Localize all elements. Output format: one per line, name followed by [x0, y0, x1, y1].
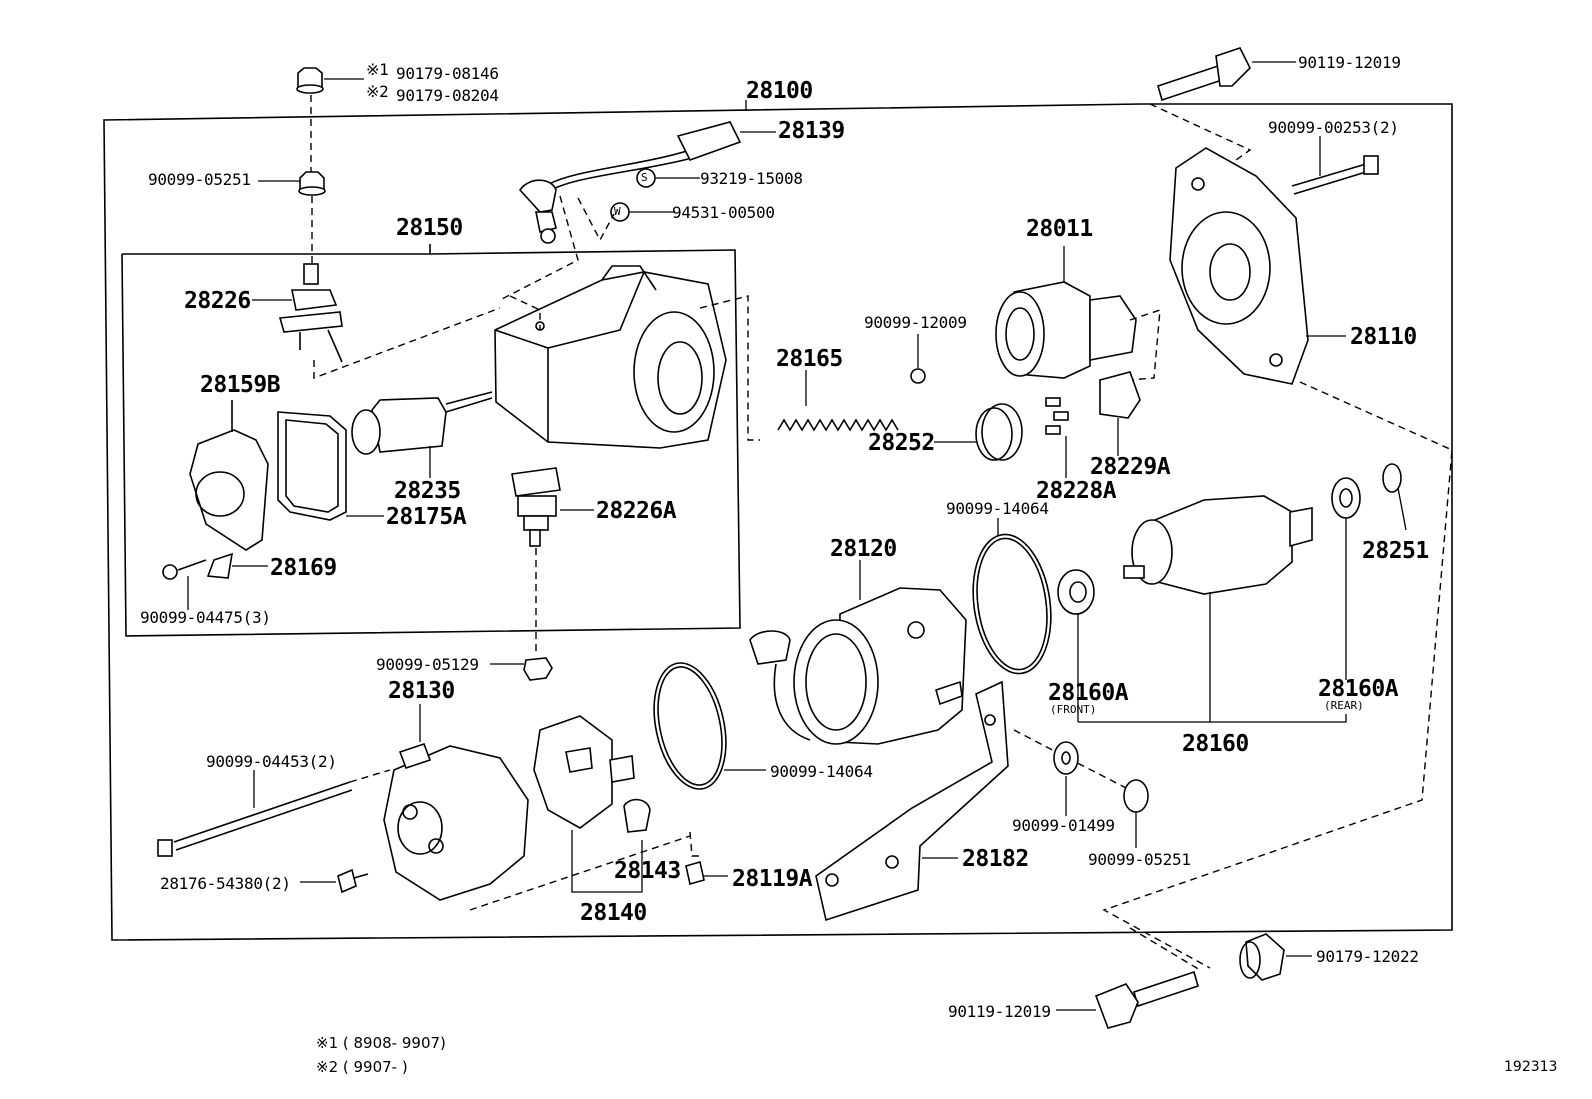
- label-28119A: 28119A: [732, 866, 813, 892]
- oring-14064-top-part: [972, 533, 1052, 675]
- frame-28150: [121, 244, 741, 637]
- label-28160A-front: 28160A: [1048, 680, 1129, 706]
- bolt-90119-bot-part: [1056, 970, 1199, 1029]
- label-90099-05251-top: 90099-05251: [148, 170, 251, 189]
- clip-28169-part: [206, 552, 234, 579]
- retainer-28229A-part: [1099, 371, 1141, 456]
- bearing-front-part: [1057, 569, 1095, 722]
- label-28139: 28139: [778, 118, 845, 144]
- nut-05251-part: [258, 171, 326, 196]
- housing-28110-part: [1169, 147, 1346, 385]
- brushplate-28140-part: [533, 715, 651, 893]
- label-90119-12019-top: 90119-12019: [1298, 53, 1401, 72]
- s-marker-icon: S: [641, 171, 648, 184]
- bearing-rear-part: [1331, 477, 1361, 680]
- armature-28160-part: [1123, 495, 1313, 722]
- label-28120: 28120: [830, 536, 897, 562]
- lead-wire-28139-part: [518, 121, 776, 244]
- washer-01499-part: [1053, 741, 1079, 816]
- label-90099-12009: 90099-12009: [864, 313, 967, 332]
- note-1: ※1 ( 8908- 9907): [316, 1034, 446, 1052]
- terminal-28226A-part: [511, 467, 594, 547]
- washer-28251-part: [1382, 463, 1407, 531]
- label-90099-00253: 90099-00253(2): [1268, 118, 1399, 137]
- label-28140: 28140: [580, 900, 647, 926]
- diagram-id: 192313: [1504, 1059, 1558, 1075]
- label-90099-01499: 90099-01499: [1012, 816, 1115, 835]
- label-28251: 28251: [1362, 538, 1429, 564]
- nut-05251-bot-part: [1123, 779, 1149, 848]
- nut-90179-part: [296, 67, 364, 94]
- nut-90179-12022-part: [1239, 933, 1312, 981]
- label-28159B: 28159B: [200, 372, 281, 398]
- terminal-28226-part: [252, 263, 343, 363]
- gasket-28175A-part: [277, 411, 384, 521]
- bracket-28182-part: [815, 680, 1009, 922]
- label-90119-12019-bot: 90119-12019: [948, 1002, 1051, 1021]
- label-90179-08146: 90179-08146: [396, 64, 499, 83]
- bolt-04475-part: [162, 559, 207, 610]
- label-28252: 28252: [868, 430, 935, 456]
- gear-28252-part: [934, 403, 1023, 461]
- label-28229A: 28229A: [1090, 454, 1171, 480]
- w-marker-icon: W: [614, 205, 621, 218]
- label-28110: 28110: [1350, 324, 1417, 350]
- frame-28100: [103, 103, 1453, 941]
- bolt-00253-part: [1291, 136, 1379, 195]
- yoke-28120-part: [749, 560, 967, 745]
- label-28160: 28160: [1182, 731, 1249, 757]
- throughbolt-04453-part: [157, 770, 353, 857]
- screw-28176-part: [300, 868, 369, 894]
- label-90099-14064-bot: 90099-14064: [770, 762, 873, 781]
- endframe-28130-part: [383, 704, 529, 901]
- label-rear: (REAR): [1324, 699, 1364, 712]
- label-28175A: 28175A: [386, 504, 467, 530]
- label-28226: 28226: [184, 288, 251, 314]
- ref-marker-1: ※1: [366, 60, 389, 79]
- label-90099-05251-bot: 90099-05251: [1088, 850, 1191, 869]
- ref-marker-2: ※2: [366, 82, 389, 101]
- label-90179-12022: 90179-12022: [1316, 947, 1419, 966]
- bolt-90119-top-part: [1157, 47, 1296, 102]
- label-28130: 28130: [388, 678, 455, 704]
- label-28165: 28165: [776, 346, 843, 372]
- pinion-28011-part: [995, 246, 1137, 379]
- label-93219-15008: 93219-15008: [700, 169, 803, 188]
- nut-05129-part: [490, 657, 553, 681]
- oring-14064-bot-part: [653, 662, 727, 790]
- rollers-28228A-part: [1045, 397, 1069, 478]
- note-2: ※2 ( 9907- ): [316, 1058, 408, 1076]
- label-28176-54380: 28176-54380(2): [160, 874, 291, 893]
- label-28150: 28150: [396, 215, 463, 241]
- label-28160A-rear: 28160A: [1318, 676, 1399, 702]
- label-28143: 28143: [614, 858, 681, 884]
- label-28169: 28169: [270, 555, 337, 581]
- label-90179-08204: 90179-08204: [396, 86, 499, 105]
- label-28226A: 28226A: [596, 498, 677, 524]
- cover-28159B-part: [189, 400, 269, 551]
- label-28235: 28235: [394, 478, 461, 504]
- label-28182: 28182: [962, 846, 1029, 872]
- brush-28119A-part: [685, 860, 728, 886]
- label-28011: 28011: [1026, 216, 1093, 242]
- label-28100: 28100: [746, 78, 813, 104]
- plunger-28235-part: [351, 391, 493, 478]
- solenoid-housing-part: [494, 265, 727, 449]
- label-90099-05129: 90099-05129: [376, 655, 479, 674]
- label-90099-14064-top: 90099-14064: [946, 499, 1049, 518]
- spring-28165-part: [777, 418, 899, 432]
- label-28228A: 28228A: [1036, 478, 1117, 504]
- label-90099-04475: 90099-04475(3): [140, 608, 271, 627]
- label-94531-00500: 94531-00500: [672, 203, 775, 222]
- label-front: (FRONT): [1050, 703, 1097, 716]
- label-90099-04453: 90099-04453(2): [206, 752, 337, 771]
